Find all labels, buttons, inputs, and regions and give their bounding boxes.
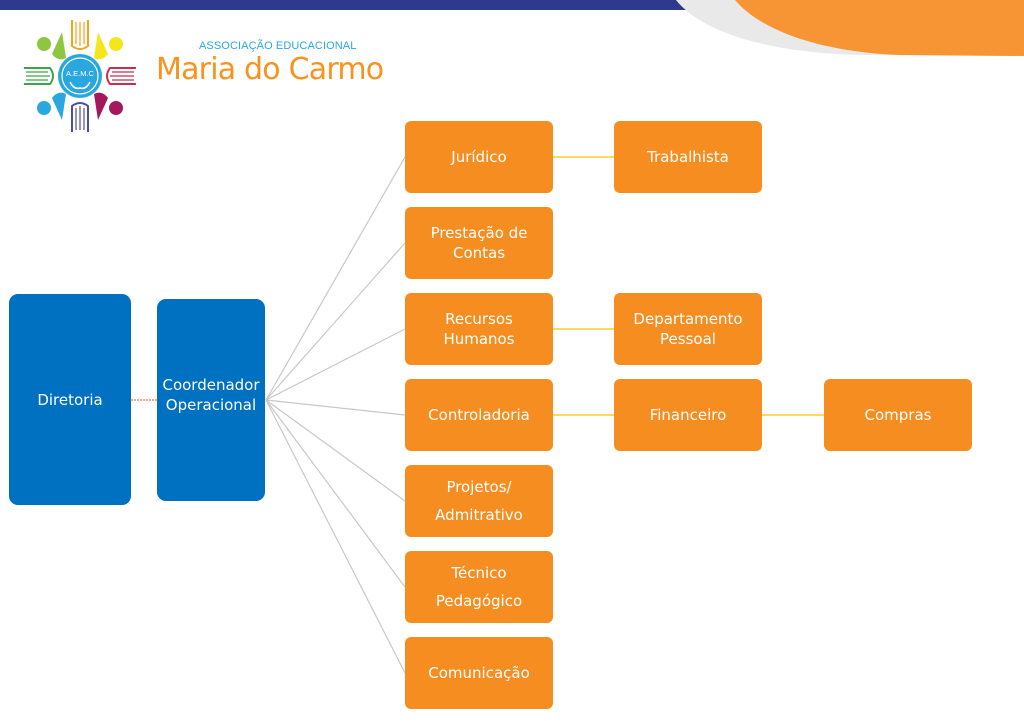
person-blue-icon [37,92,66,120]
book-right-icon [106,67,136,85]
person-green-icon [37,32,66,60]
connector-projetos [265,399,406,502]
node-controladoria[interactable]: Controladoria [405,379,553,451]
connector-prestacao [265,242,406,401]
connector-juridico [265,156,406,401]
node-diretoria[interactable]: Diretoria [9,294,131,505]
header-navy-bar [0,0,760,10]
node-departamento-pessoal[interactable]: Departamento Pessoal [614,293,762,365]
header-swoosh-decoration [676,0,1024,56]
node-coordenador-operacional[interactable]: Coordenador Operacional [157,299,265,501]
logo-center-circle [58,54,102,98]
node-projetos-administrativo[interactable]: Projetos/ Admitrativo [405,465,553,537]
node-label: Jurídico [451,148,507,166]
aemc-logo: A.E.M.C [24,20,136,132]
node-label: Financeiro [649,406,727,424]
node-label: Técnico Pedagógico [435,564,523,610]
node-label: Prestação de Contas [430,224,528,262]
connector-controladoria [265,399,406,416]
connector-rh [265,328,406,401]
connector-tecnico [265,399,406,588]
node-financeiro[interactable]: Financeiro [614,379,762,451]
person-yellow-icon [94,32,123,60]
node-label: Trabalhista [647,148,729,166]
logo-initials: A.E.M.C [66,69,95,78]
node-recursos-humanos[interactable]: Recursos Humanos [405,293,553,365]
node-label: Diretoria [37,390,103,409]
org-name: Maria do Carmo [156,52,384,87]
node-label: Recursos Humanos [443,310,515,348]
book-left-icon [24,67,54,85]
node-tecnico-pedagogico[interactable]: Técnico Pedagógico [405,551,553,623]
book-bottom-icon [71,102,89,132]
node-juridico[interactable]: Jurídico [405,121,553,193]
node-comunicacao[interactable]: Comunicação [405,637,553,709]
book-top-icon [71,20,89,50]
org-subtitle: ASSOCIAÇÃO EDUCACIONAL [199,40,357,52]
node-trabalhista[interactable]: Trabalhista [614,121,762,193]
connector-comunicacao [265,399,406,674]
node-label: Projetos/ Admitrativo [435,478,523,524]
node-label: Coordenador Operacional [162,376,260,414]
hands-icon [69,81,91,90]
node-label: Departamento Pessoal [633,310,743,348]
node-compras[interactable]: Compras [824,379,972,451]
orange-swoosh [735,0,1024,56]
node-prestacao-de-contas[interactable]: Prestação de Contas [405,207,553,279]
node-label: Compras [864,406,932,424]
node-label: Controladoria [428,406,530,424]
node-label: Comunicação [428,664,530,682]
person-magenta-icon [94,92,123,120]
